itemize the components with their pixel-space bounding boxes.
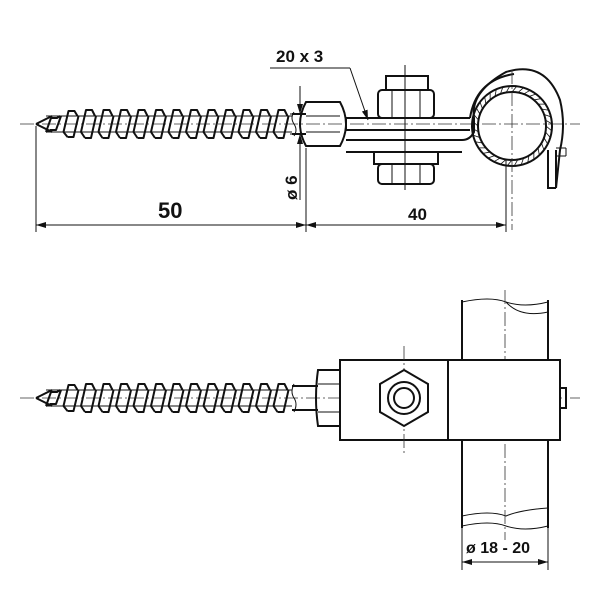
clamp-body [339,346,567,454]
screw-thread-top [35,109,292,139]
hex-nut-front [315,369,341,427]
clamp-length-label: 40 [408,205,427,224]
break-line-bottom [291,383,297,413]
screw-diameter-dim: ø 6 [282,86,303,200]
pipe-clamp-loop [461,68,567,189]
flat-bar [345,117,470,153]
length-dims: 50 40 [35,126,507,232]
screw-thread-bottom [35,383,292,413]
flat-bar-callout: 20 x 3 [270,47,369,121]
screw-length-label: 50 [158,198,182,223]
pipe-diameter-label: ø 18 - 20 [466,540,530,557]
screw-diameter-label: ø 6 [282,175,301,200]
screw-neck-bottom [292,385,318,411]
side-view: 20 x 3 ø 6 50 40 [20,47,580,232]
bolt-hex-front [379,368,429,428]
pipe-diameter-dim: ø 18 - 20 [461,528,549,570]
front-view: ø 18 - 20 [20,290,580,570]
bolt-head [377,65,435,190]
pipe-section [471,70,553,230]
break-line [291,111,297,137]
bolt-nut [373,151,439,185]
hex-nut-screw [298,101,348,147]
flat-bar-size-label: 20 x 3 [276,47,323,66]
